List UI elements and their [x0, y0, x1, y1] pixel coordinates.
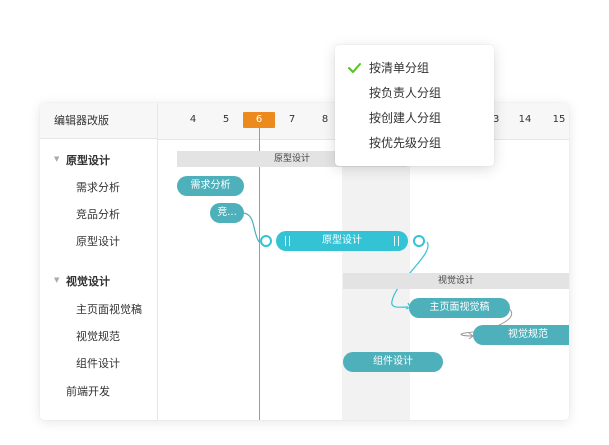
tree-item-main-visual[interactable]: 主页面视觉稿 [76, 303, 142, 316]
gantt-group-bar-visual[interactable]: 视觉设计 [343, 273, 569, 289]
tree-item-prototype[interactable]: 原型设计 [76, 235, 120, 248]
menu-item-label: 按创建人分组 [369, 111, 442, 125]
day-label[interactable]: 8 [321, 114, 329, 125]
link-anchor-start[interactable] [260, 235, 272, 247]
gantt-bar-competitor[interactable]: 竞... [210, 203, 244, 223]
menu-item-by-priority[interactable]: 按优先级分组 [335, 131, 494, 155]
task-tree: ▼ 原型设计 需求分析 竞品分析 原型设计 ▼ 视觉设计 主页面视觉稿 视觉规范… [40, 139, 158, 420]
check-icon [348, 63, 361, 73]
tree-item-competitor[interactable]: 竞品分析 [76, 208, 120, 221]
menu-item-by-list[interactable]: 按清单分组 [335, 56, 494, 80]
project-title: 编辑器改版 [40, 103, 158, 139]
collapse-caret-icon[interactable]: ▼ [54, 276, 60, 284]
drag-handle-icon[interactable] [394, 236, 399, 246]
day-label[interactable]: 15 [552, 114, 566, 125]
day-label[interactable]: 14 [518, 114, 532, 125]
group-by-menu: 按清单分组 按负责人分组 按创建人分组 按优先级分组 [335, 45, 494, 166]
link-anchor-end[interactable] [413, 235, 425, 247]
gantt-bar-prototype-selected[interactable]: 原型设计 [276, 231, 408, 251]
drag-handle-icon[interactable] [285, 236, 290, 246]
tree-item-component[interactable]: 组件设计 [76, 357, 120, 370]
menu-item-by-assignee[interactable]: 按负责人分组 [335, 81, 494, 105]
day-label[interactable]: 7 [288, 114, 296, 125]
collapse-caret-icon[interactable]: ▼ [54, 155, 60, 163]
dependency-link [241, 212, 260, 243]
gantt-bar-requirement[interactable]: 需求分析 [177, 176, 244, 196]
today-line [259, 128, 260, 420]
tree-group-prototype[interactable]: 原型设计 [66, 154, 110, 167]
gantt-bar-visual-spec[interactable]: 视觉规范 [473, 325, 569, 345]
tree-item-requirement[interactable]: 需求分析 [76, 181, 120, 194]
gantt-bar-label: 原型设计 [322, 235, 362, 246]
dependency-link [460, 307, 513, 337]
dependency-link [391, 241, 429, 308]
tree-group-visual[interactable]: 视觉设计 [66, 275, 110, 288]
day-label[interactable]: 5 [222, 114, 230, 125]
menu-item-label: 按优先级分组 [369, 136, 442, 150]
gantt-bar-component[interactable]: 组件设计 [343, 352, 443, 372]
tree-item-visual-spec[interactable]: 视觉规范 [76, 330, 120, 343]
menu-item-label: 按负责人分组 [369, 86, 442, 100]
day-label-today[interactable]: 6 [243, 112, 275, 128]
menu-item-by-creator[interactable]: 按创建人分组 [335, 106, 494, 130]
day-label[interactable]: 4 [189, 114, 197, 125]
menu-item-label: 按清单分组 [369, 61, 430, 75]
tree-item-frontend[interactable]: 前端开发 [66, 385, 110, 398]
gantt-bar-main-visual[interactable]: 主页面视觉稿 [409, 298, 510, 318]
